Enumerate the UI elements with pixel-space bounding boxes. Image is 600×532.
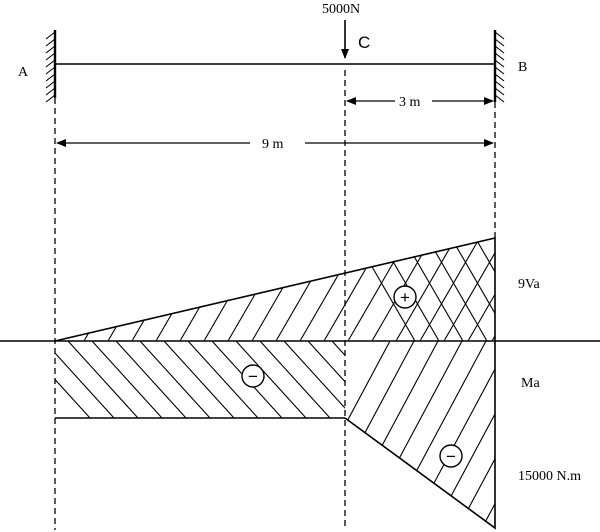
- support-hatch-line: [45, 80, 56, 89]
- hatch-line: [163, 341, 235, 418]
- point-c-label: C: [358, 33, 370, 52]
- hatch-line: [345, 341, 415, 528]
- minus-sign-text-left: −: [248, 367, 258, 386]
- support-hatch-line: [45, 59, 56, 68]
- minus-sign-icon-left: −: [241, 364, 265, 388]
- fixed-support-right: [493, 30, 505, 103]
- hatch-line: [259, 341, 331, 418]
- support-hatch-line: [494, 80, 505, 89]
- hatch-line: [115, 341, 187, 418]
- hatch-line: [481, 341, 495, 528]
- hatch-line: [345, 341, 391, 528]
- support-hatch-line: [494, 45, 505, 54]
- hatch-line: [283, 341, 345, 409]
- plus-sign-icon: +: [393, 285, 417, 309]
- support-hatch-line: [494, 73, 505, 82]
- support-hatch-line: [45, 94, 56, 103]
- minus-sign-text-right: −: [446, 447, 456, 466]
- hatch-line: [506, 341, 600, 528]
- hatch-line: [55, 378, 91, 418]
- hatch-line: [83, 238, 155, 341]
- support-hatch-line: [494, 94, 505, 103]
- support-hatch-line: [494, 66, 505, 75]
- support-hatch-line: [45, 31, 56, 40]
- support-hatch-line: [494, 87, 505, 96]
- guide-lines: [54, 70, 496, 530]
- hatch-line: [307, 341, 345, 383]
- dimension-cb-label: 3 m: [399, 95, 421, 110]
- minus-sign-icon-right: −: [439, 444, 463, 468]
- negative-moment-region-left: [55, 341, 426, 419]
- positive-moment-region: [54, 236, 496, 342]
- hatch-line: [467, 238, 495, 341]
- support-hatch-line: [45, 87, 56, 96]
- label-15000: 15000 N.m: [518, 469, 581, 484]
- hatch-line: [139, 341, 211, 418]
- fixed-support-left: [45, 30, 57, 103]
- support-hatch-line: [45, 52, 56, 61]
- hatch-line: [356, 341, 426, 418]
- negative-moment-region-right: [344, 341, 600, 530]
- hatch-line: [187, 341, 259, 418]
- hatch-line: [385, 341, 487, 528]
- hatch-line: [443, 238, 495, 341]
- support-label-b: B: [518, 60, 527, 75]
- plus-sign-text: +: [400, 288, 410, 307]
- load-label: 5000N: [322, 2, 360, 17]
- support-hatch-line: [45, 73, 56, 82]
- support-label-a: A: [18, 65, 29, 80]
- hatch-line: [457, 341, 495, 528]
- hatch-line: [59, 238, 131, 341]
- support-hatch-line: [494, 31, 505, 40]
- hatch-line: [67, 341, 139, 418]
- hatch-line: [235, 341, 307, 418]
- hatch-line: [345, 341, 439, 528]
- support-hatch-line: [494, 52, 505, 61]
- support-hatch-line: [494, 59, 505, 68]
- hatch-line: [361, 341, 463, 528]
- hatch-line: [55, 352, 115, 418]
- support-hatch-line: [45, 66, 56, 75]
- support-hatch-line: [45, 45, 56, 54]
- hatch-line: [433, 341, 495, 528]
- support-hatch-line: [45, 38, 56, 47]
- label-9va: 9Va: [518, 277, 541, 292]
- dimension-ab-label: 9 m: [262, 137, 284, 152]
- label-ma: Ma: [521, 376, 540, 391]
- support-hatch-line: [494, 38, 505, 47]
- hatch-line: [91, 341, 163, 418]
- hatch-line: [331, 341, 345, 357]
